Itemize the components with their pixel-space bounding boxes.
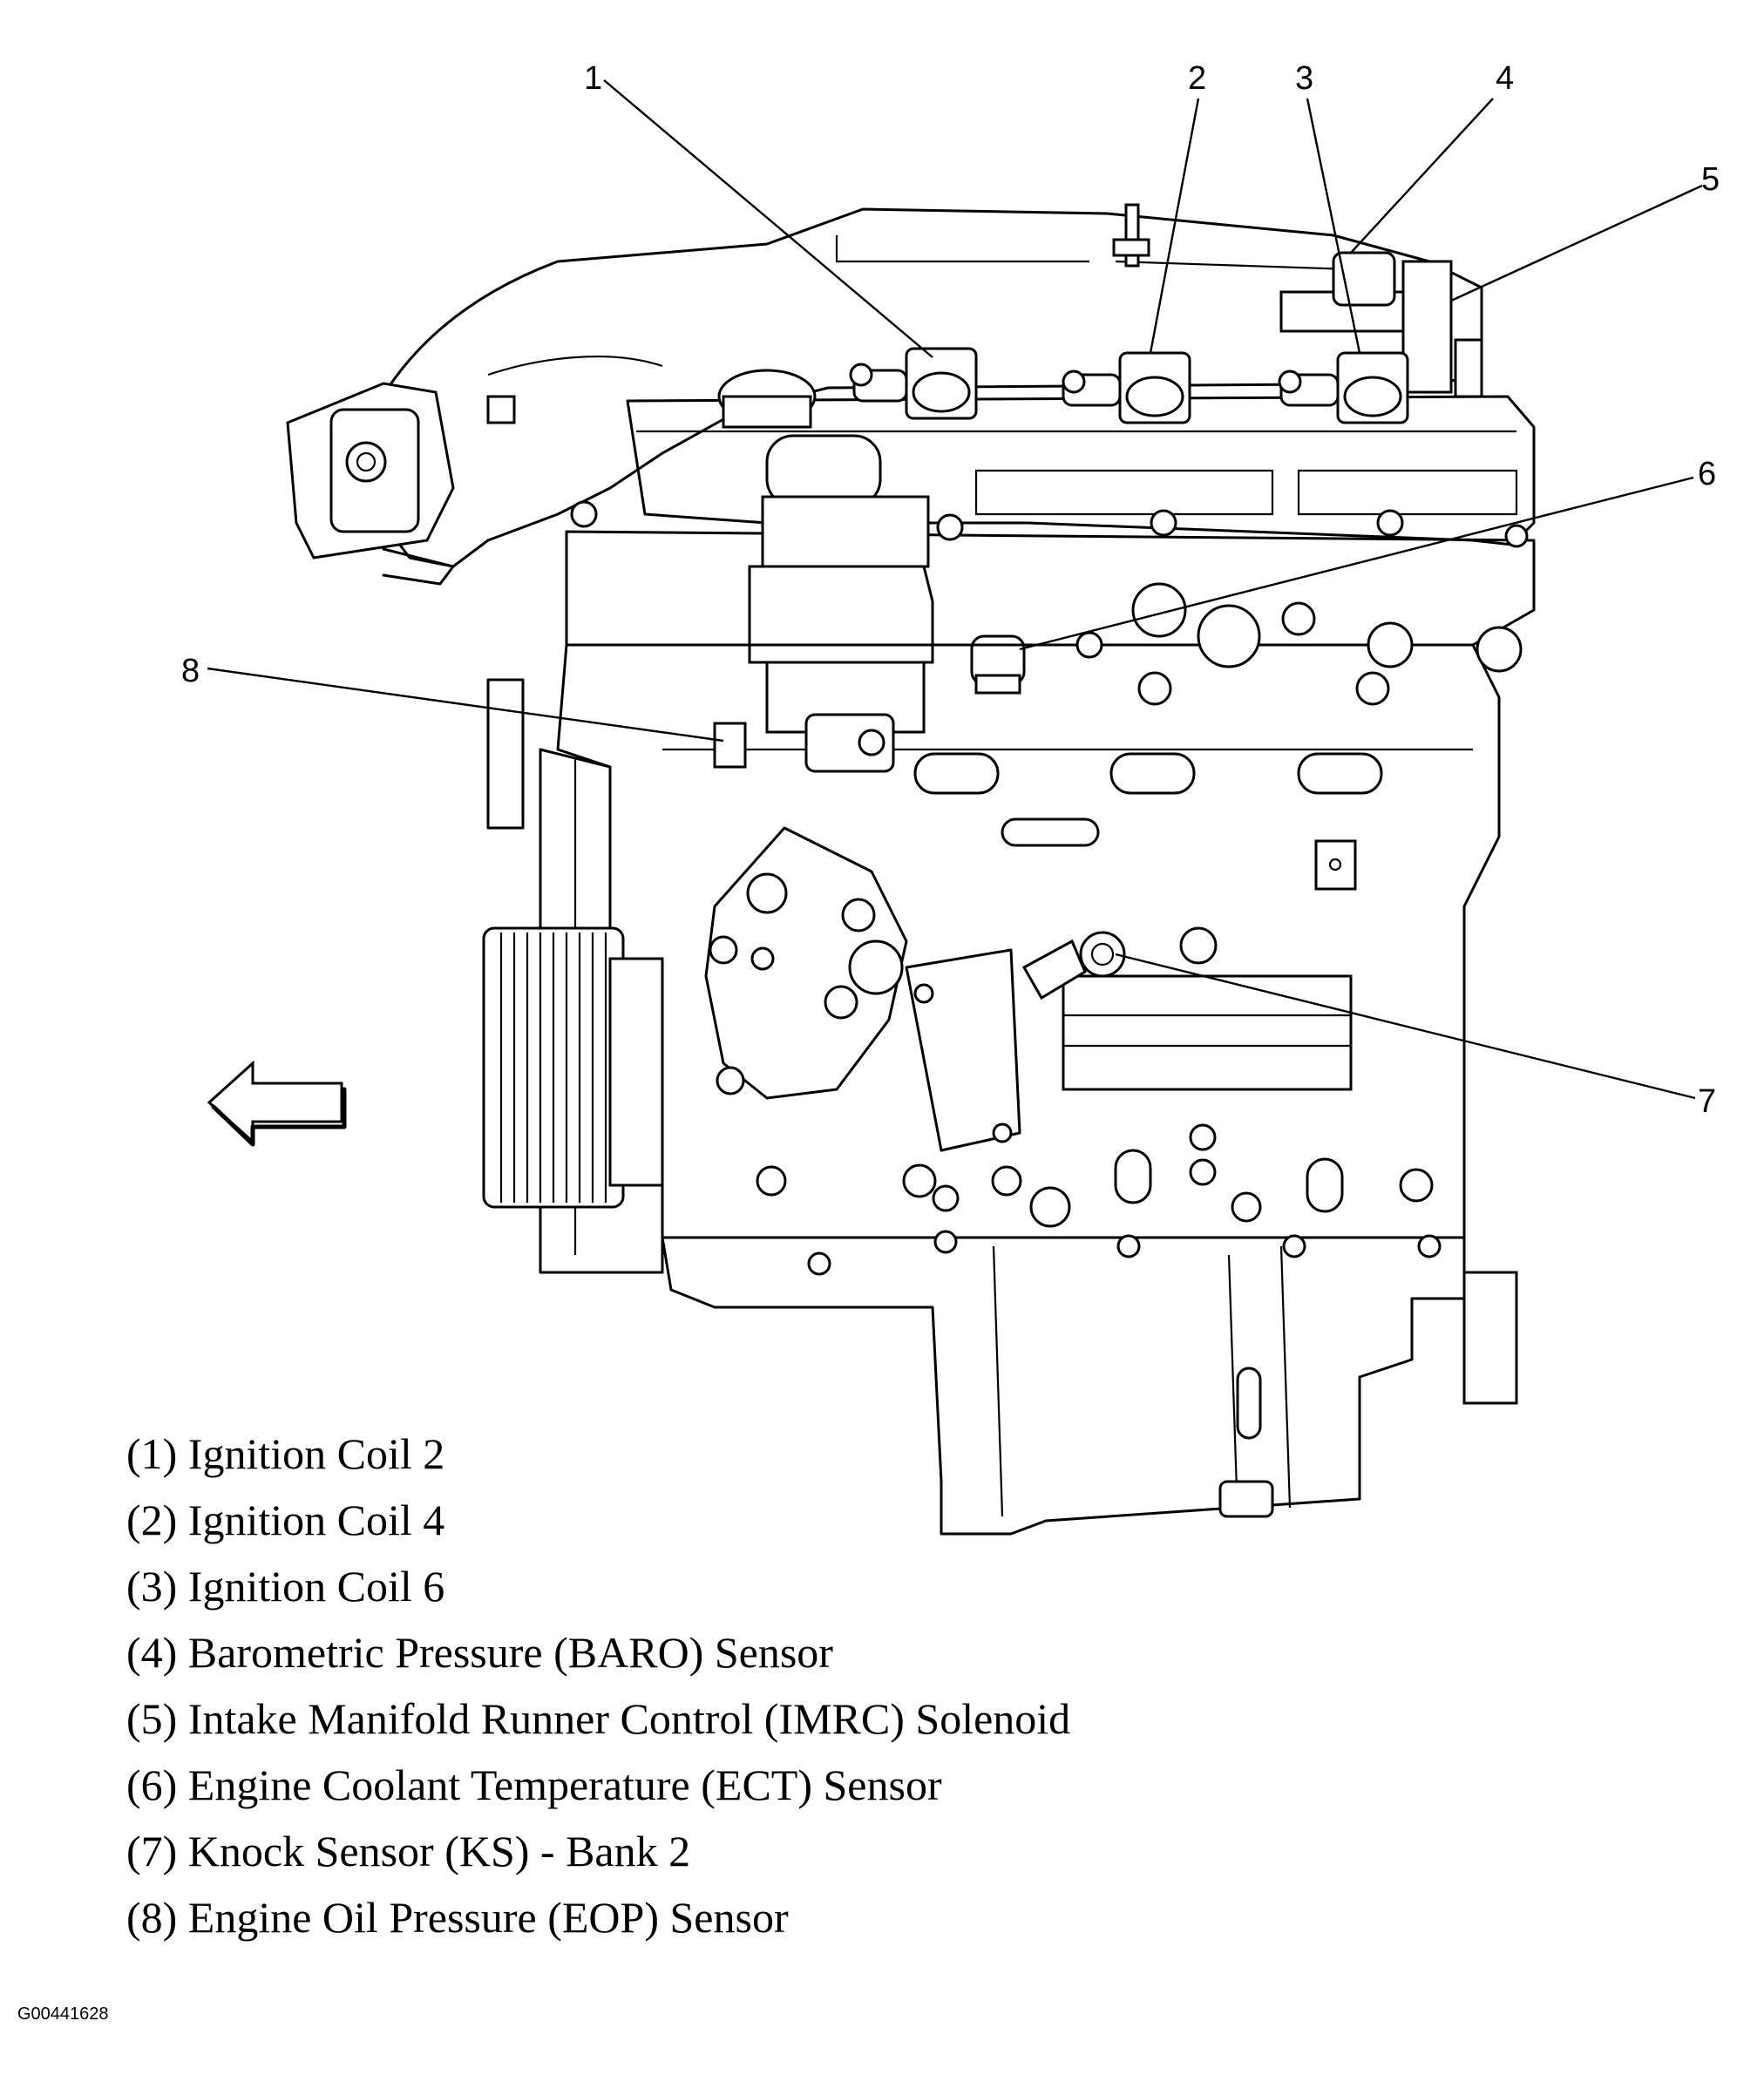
legend-item-7: (7) Knock Sensor (KS) - Bank 2 bbox=[126, 1827, 691, 1875]
callout-line-7 bbox=[1115, 953, 1696, 1100]
callout-number-2: 2 bbox=[1188, 60, 1206, 97]
callout-line-2 bbox=[1149, 98, 1200, 354]
throttle-body bbox=[286, 382, 516, 586]
callout-number-3: 3 bbox=[1295, 60, 1313, 97]
callout-number-4: 4 bbox=[1496, 60, 1514, 97]
engine-drawing bbox=[207, 203, 1536, 1536]
callout-number-1: 1 bbox=[584, 60, 602, 97]
crankshaft-pulley bbox=[482, 926, 664, 1209]
legend-item-4: (4) Barometric Pressure (BARO) Sensor bbox=[126, 1628, 833, 1677]
figure-id: G00441628 bbox=[17, 2004, 109, 2024]
ect-sensor-drawing bbox=[970, 634, 1026, 695]
ignition-coil-6-drawing bbox=[1278, 351, 1409, 424]
callout-number-7: 7 bbox=[1698, 1083, 1716, 1120]
legend-item-1: (1) Ignition Coil 2 bbox=[126, 1429, 445, 1478]
legend-item-3: (3) Ignition Coil 6 bbox=[126, 1562, 445, 1611]
callout-line-6 bbox=[1019, 476, 1694, 651]
callout-line-5 bbox=[1450, 184, 1703, 302]
callout-number-8: 8 bbox=[181, 653, 200, 689]
legend-item-8: (8) Engine Oil Pressure (EOP) Sensor bbox=[126, 1893, 789, 1942]
ignition-coil-2-drawing bbox=[849, 347, 978, 420]
eop-sensor-drawing bbox=[713, 713, 895, 773]
legend-item-2: (2) Ignition Coil 4 bbox=[126, 1496, 445, 1544]
callout-line-1 bbox=[603, 79, 933, 358]
callout-numbers: 1 2 3 4 5 6 7 8 bbox=[181, 60, 1720, 1120]
callout-number-5: 5 bbox=[1701, 161, 1720, 198]
legend-item-5: (5) Intake Manifold Runner Control (IMRC… bbox=[126, 1694, 1071, 1743]
knock-sensor-drawing bbox=[1021, 926, 1218, 1000]
oil-fill-cap bbox=[717, 369, 817, 429]
callout-line-3 bbox=[1306, 98, 1361, 354]
legend-item-6: (6) Engine Coolant Temperature (ECT) Sen… bbox=[126, 1760, 942, 1809]
ignition-coil-4-drawing bbox=[1062, 351, 1191, 424]
callout-number-6: 6 bbox=[1698, 456, 1716, 492]
callout-line-8 bbox=[207, 667, 724, 743]
oil-filter-housing bbox=[748, 434, 934, 734]
arrow-left-icon bbox=[207, 1060, 343, 1145]
callout-line-4 bbox=[1350, 98, 1494, 254]
callout-leaders bbox=[207, 79, 1703, 1100]
legend: (1) Ignition Coil 2 (2) Ignition Coil 4 … bbox=[126, 1421, 1070, 1950]
baro-imrc-group bbox=[1112, 203, 1483, 398]
